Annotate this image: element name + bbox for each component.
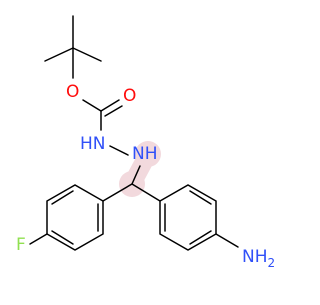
ring-left-double-2: [51, 230, 74, 245]
carbonyl-oxygen-label: O: [123, 86, 136, 106]
bond-tbu-methyl-left: [44, 47, 74, 62]
bond-c-f: [29, 233, 48, 245]
bond-carbonyl-double-b: [104, 105, 123, 117]
molecule-drawing: O O HN NH F NH2: [16, 15, 275, 270]
ester-oxygen-label: O: [66, 82, 79, 102]
hydrazine-hn-label: HN: [80, 134, 106, 154]
bond-ester-o-carbonyl: [82, 99, 102, 112]
ring-aminophenyl: [159, 184, 217, 251]
bond-ch-right-ring: [131, 183, 161, 202]
bond-ch-left-ring: [102, 183, 133, 202]
amine-subscript: 2: [268, 256, 276, 270]
bond-tbu-methyl-right: [72, 47, 102, 62]
amine-label: NH2: [242, 247, 275, 270]
amine-nh: NH: [242, 247, 268, 267]
structure-canvas: O O HN NH F NH2: [16, 15, 275, 270]
bond-nh-ch: [131, 165, 141, 185]
highlight-bridge: [124, 149, 156, 189]
bonds: [29, 15, 239, 251]
hydrazine-nh-label: NH: [132, 144, 158, 164]
ring-left-double-3: [51, 190, 74, 205]
ring-right-double-3: [189, 230, 212, 245]
bond-c-nh2: [215, 233, 239, 248]
bond-carbonyl-double-a: [100, 99, 120, 112]
bond-hn-nh: [109, 145, 129, 156]
ring-fluorophenyl: [46, 184, 104, 251]
ring-right-double-2: [189, 190, 212, 205]
fluorine-label: F: [16, 235, 26, 255]
